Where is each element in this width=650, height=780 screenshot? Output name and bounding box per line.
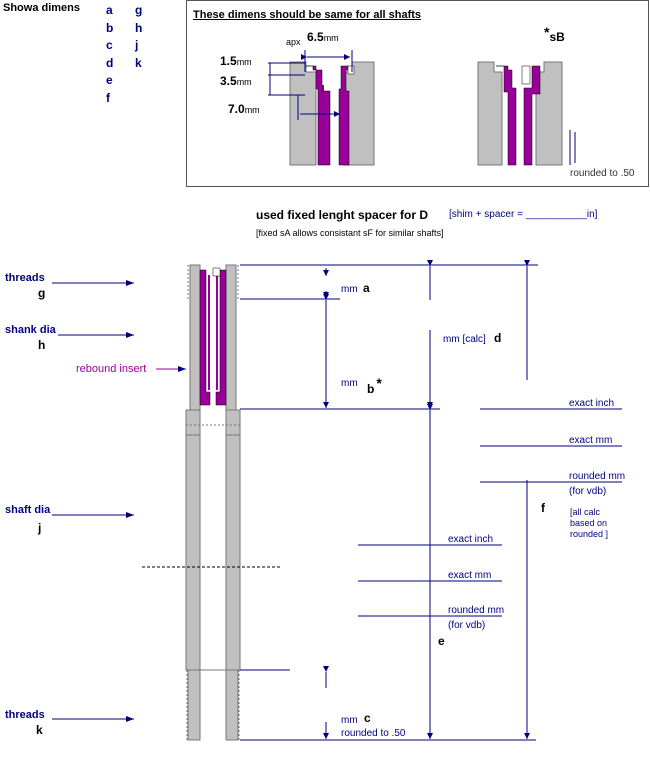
- upper-exact-inch: exact inch: [569, 398, 615, 409]
- legend-letter-e: e: [106, 73, 113, 87]
- legend-title: Showa dimens: [3, 2, 81, 14]
- label-shaft-dia: shaft dia: [5, 504, 51, 516]
- letter-g: g: [38, 286, 46, 300]
- sB-label: *sB: [544, 24, 565, 44]
- dim-d-unit: mm [calc]: [443, 334, 486, 345]
- letter-k: k: [36, 723, 43, 737]
- dim-c-note: rounded to .50: [341, 728, 406, 739]
- label-threads-top: threads: [5, 272, 45, 284]
- legend-col1: a b c d e f: [106, 2, 113, 107]
- legend-letter-h: h: [135, 20, 143, 35]
- dim-f-note: [all calc based on rounded ]: [570, 507, 609, 539]
- dim-7-0: 7.0mm: [228, 102, 260, 116]
- inset-rounded-note: rounded to .50: [570, 168, 635, 179]
- rebound-insert-label: rebound insert: [76, 363, 147, 375]
- dim-c-letter: c: [364, 711, 371, 725]
- legend-letter-d: d: [106, 55, 114, 70]
- dim-6-5: 6.5mm: [307, 30, 339, 44]
- dim-c-unit: mm: [341, 715, 358, 726]
- legend-letter-g: g: [135, 3, 143, 17]
- lower-exact-inch: exact inch: [448, 534, 494, 545]
- inset-right-section: [477, 61, 563, 166]
- upper-for-vdb: (for vdb): [569, 486, 607, 497]
- inset-dimension-lines: [268, 50, 576, 165]
- dim-f-letter: f: [541, 501, 545, 515]
- dim-b-letter: b*: [367, 375, 382, 396]
- legend-letter-f: f: [106, 90, 110, 105]
- lower-rounded-mm: rounded mm: [448, 605, 505, 616]
- dim-3-5: 3.5mm: [220, 74, 252, 88]
- upper-rounded-mm: rounded mm: [569, 471, 626, 482]
- inset-left-section: [289, 61, 375, 166]
- apx-label: apx: [286, 37, 301, 47]
- lower-exact-mm: exact mm: [448, 570, 492, 581]
- main-dimension-lines: [240, 260, 622, 741]
- dim-e-letter: e: [438, 634, 445, 648]
- spacer-note: [fixed sA allows consistant sF for simil…: [256, 228, 444, 238]
- label-threads-bottom: threads: [5, 709, 45, 721]
- legend-letter-k: k: [135, 55, 142, 70]
- dim-d-letter: d: [494, 331, 502, 345]
- dim-a-unit: mm: [341, 284, 358, 295]
- lower-for-vdb: (for vdb): [448, 620, 486, 631]
- label-shank-dia: shank dia: [5, 324, 56, 336]
- letter-j: j: [38, 521, 42, 535]
- upper-exact-mm: exact mm: [569, 435, 613, 446]
- legend-letter-j: j: [135, 38, 139, 52]
- legend-col2: g h j k: [135, 2, 142, 72]
- letter-h: h: [38, 338, 46, 352]
- inset-heading: These dimens should be same for all shaf…: [193, 9, 422, 21]
- legend-letter-c: c: [106, 38, 113, 52]
- left-pointer-arrows: [52, 280, 186, 722]
- legend-letter-a: a: [106, 3, 113, 17]
- inset-box: [186, 0, 649, 187]
- dim-1-5: 1.5mm: [220, 54, 252, 68]
- dim-b-unit: mm: [341, 378, 358, 389]
- spacer-formula: [shim + spacer = ___________in]: [449, 209, 598, 220]
- shaft-drawing: [142, 264, 282, 741]
- legend-letter-b: b: [106, 20, 114, 35]
- spacer-title: used fixed lenght spacer for D: [256, 208, 429, 222]
- dim-a-letter: a: [363, 281, 370, 295]
